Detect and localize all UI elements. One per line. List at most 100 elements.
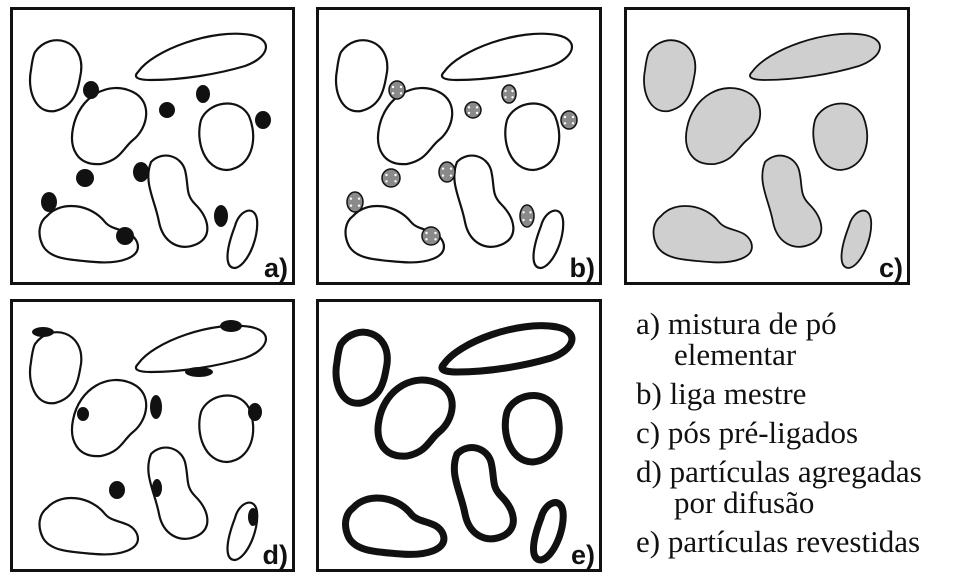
panel-b-speckle-8-3 <box>425 238 427 240</box>
panel-d-bonded-dot-3 <box>185 367 213 377</box>
panel-c-drawing <box>627 10 910 285</box>
legend-item-b-line-1: b) liga mestre <box>636 378 966 409</box>
panel-d: d) <box>10 299 295 572</box>
panel-a-elemental-dot-8 <box>116 227 134 245</box>
panel-b-speckle-2-1 <box>504 90 506 92</box>
panel-d-bonded-dot-4 <box>77 407 89 421</box>
panel-b-speckle-9-1 <box>522 211 524 213</box>
panel-b-particle-center-left <box>378 88 452 164</box>
panel-d-particle-bottom-left <box>40 498 138 554</box>
panel-b-master-alloy-dot-5 <box>382 169 400 187</box>
panel-d-bonded-dot-6 <box>248 403 262 421</box>
panel-e-drawing <box>319 302 602 572</box>
legend-item-e-line-1: e) partículas revestidas <box>636 526 966 557</box>
panel-b-master-alloy-dot-8 <box>422 227 440 245</box>
panel-a-elemental-dot-4 <box>255 111 271 129</box>
panel-e-particle-bottom-left <box>346 498 444 554</box>
panel-e-particle-bottom-right <box>534 503 564 560</box>
panel-b-master-alloy-dot-7 <box>347 192 363 212</box>
legend-item-c: c) pós pré-ligados <box>636 417 966 448</box>
panel-a-elemental-dot-6 <box>133 162 149 182</box>
panel-a-particle-center-left <box>72 88 146 164</box>
panel-c-particle-top-elongated <box>750 34 880 80</box>
panel-a-particle-top-left <box>30 40 81 111</box>
panel-e-particle-top-elongated <box>442 326 572 372</box>
panel-d-particle-top-left <box>30 332 81 403</box>
panel-b-speckle-1-2 <box>400 86 402 88</box>
legend-item-d-line-1: d) partículas agregadas <box>636 456 966 487</box>
legend-item-c-line-1: c) pós pré-ligados <box>636 417 966 448</box>
panel-a-elemental-dot-5 <box>76 169 94 187</box>
panel-b-speckle-7-2 <box>358 197 360 199</box>
panel-a-elemental-dot-7 <box>41 192 57 212</box>
panel-a-particle-right-oval <box>199 104 253 170</box>
panel-b-speckle-8-2 <box>434 232 436 234</box>
panel-b-speckle-2-2 <box>511 90 513 92</box>
panel-b-speckle-3-2 <box>476 106 478 108</box>
panel-b-particle-right-oval <box>505 104 559 170</box>
legend-item-a-line-2: elementar <box>636 339 966 370</box>
panel-b-speckle-6-3 <box>442 174 444 176</box>
panel-d-drawing <box>13 302 295 572</box>
panel-b-label: b) <box>570 255 595 282</box>
panel-b-particle-top-left <box>336 40 387 111</box>
panel-b-speckle-6-4 <box>450 174 452 176</box>
panel-d-particle-right-oval <box>199 396 253 462</box>
legend-item-a-line-1: a) mistura de pó <box>636 308 966 339</box>
panel-d-bonded-dot-9 <box>248 508 258 526</box>
panel-b-speckle-5-2 <box>394 174 396 176</box>
panel-c-particle-center-boot <box>762 156 821 247</box>
panel-e: e) <box>316 299 602 572</box>
legend-item-d-line-2: por difusão <box>636 487 966 518</box>
legend: a) mistura de pó elementar b) liga mestr… <box>636 308 966 565</box>
panel-b-speckle-1-4 <box>400 92 402 94</box>
panel-d-particle-top-elongated <box>136 326 266 372</box>
panel-c: c) <box>624 7 910 285</box>
panel-b-speckle-6-2 <box>450 167 452 169</box>
legend-item-e: e) partículas revestidas <box>636 526 966 557</box>
panel-e-particle-right-oval <box>505 396 559 462</box>
panel-c-label: c) <box>879 255 903 282</box>
panel-b-master-alloy-dot-9 <box>520 205 534 227</box>
panel-e-particle-top-left <box>336 332 387 403</box>
panel-b-speckle-1-3 <box>392 92 394 94</box>
panel-e-particle-center-left <box>378 380 452 456</box>
panel-b-speckle-7-1 <box>350 197 352 199</box>
panel-b-speckle-9-2 <box>529 211 531 213</box>
panel-a-particle-center-boot <box>148 156 207 247</box>
panel-b-speckle-2-3 <box>504 96 506 98</box>
panel-a-elemental-dot-3 <box>159 102 175 118</box>
panel-b-speckle-6-1 <box>442 167 444 169</box>
panel-b-particle-center-boot <box>454 156 513 247</box>
panel-d-label: d) <box>263 542 288 569</box>
panel-a-particle-top-elongated <box>136 34 266 80</box>
panel-a-particle-bottom-right <box>228 211 258 268</box>
panel-b-particle-top-elongated <box>442 34 572 80</box>
panel-d-bonded-dot-5 <box>150 395 162 419</box>
panel-a-elemental-dot-1 <box>83 81 99 99</box>
panel-c-particle-center-left <box>686 88 760 164</box>
panel-b-particle-bottom-right <box>534 211 564 268</box>
panel-c-particle-right-oval <box>813 104 867 170</box>
panel-b-speckle-7-4 <box>358 204 360 206</box>
legend-item-b: b) liga mestre <box>636 378 966 409</box>
panel-a-label: a) <box>264 255 288 282</box>
panel-b-speckle-1-1 <box>392 86 394 88</box>
panel-b-master-alloy-dot-3 <box>465 102 481 118</box>
panel-d-bonded-dot-7 <box>152 479 162 497</box>
panel-b-speckle-3-3 <box>468 112 470 114</box>
panel-b-speckle-9-4 <box>529 219 531 221</box>
legend-item-d: d) partículas agregadas por difusão <box>636 456 966 518</box>
panel-b-speckle-8-4 <box>434 238 436 240</box>
panel-b-speckle-4-2 <box>572 116 574 118</box>
panel-e-particle-center-boot <box>454 448 513 539</box>
panel-b-speckle-4-4 <box>572 122 574 124</box>
panel-d-bonded-dot-8 <box>109 481 125 499</box>
panel-c-particle-top-left <box>644 40 695 111</box>
panel-b-speckle-8-1 <box>425 232 427 234</box>
panel-a-drawing <box>13 10 295 285</box>
panel-b-speckle-3-4 <box>476 112 478 114</box>
legend-item-a: a) mistura de pó elementar <box>636 308 966 370</box>
panel-b-master-alloy-dot-2 <box>502 85 516 103</box>
panel-d-bonded-dot-1 <box>32 327 54 337</box>
